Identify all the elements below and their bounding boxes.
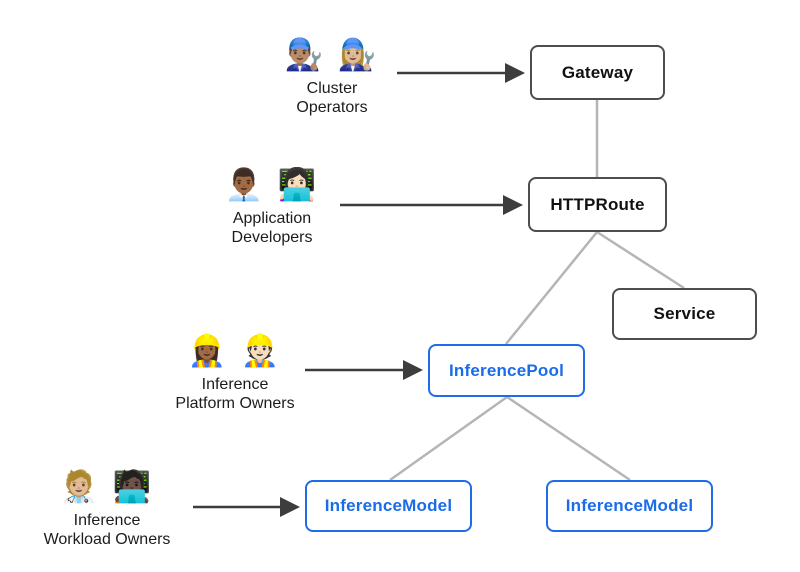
persona-application-developers-label-line1: Application	[232, 210, 312, 227]
connector-httproute-inferencepool	[505, 231, 598, 345]
node-inferencemodel-left: InferenceModel	[305, 480, 472, 532]
node-inferencepool-label: InferencePool	[448, 360, 565, 380]
mechanics-emoji-icon: 👨🏽‍🔧 👩🏼‍🔧	[284, 37, 380, 72]
persona-inference-platform-owners-label-line1: Inference	[201, 376, 269, 393]
node-inferencepool: InferencePool	[428, 344, 585, 397]
persona-inference-workload-owners-label-line1: Inference	[73, 512, 141, 529]
node-gateway: Gateway	[530, 45, 665, 100]
node-httproute: HTTPRoute	[528, 177, 667, 232]
persona-inference-workload-owners-label-line2: Workload Owners	[43, 531, 171, 548]
node-httproute-label: HTTPRoute	[550, 194, 645, 214]
connector-inferencepool-inferencemodel-left	[389, 395, 508, 482]
persona-cluster-operators: 👨🏽‍🔧 👩🏼‍🔧 Cluster Operators	[252, 33, 412, 117]
persona-application-developers: 👨🏾‍💼 👩🏻‍💻 Application Developers	[192, 163, 352, 247]
node-gateway-label: Gateway	[561, 62, 634, 82]
persona-cluster-operators-label-line1: Cluster	[306, 80, 358, 97]
developers-emoji-icon: 👨🏾‍💼 👩🏻‍💻	[224, 167, 320, 202]
connector-httproute-service	[596, 230, 685, 290]
node-inferencemodel-right-label: InferenceModel	[565, 496, 694, 515]
node-inferencemodel-right: InferenceModel	[546, 480, 713, 532]
connector-inferencepool-inferencemodel-right	[506, 395, 631, 482]
persona-inference-platform-owners-label-line2: Platform Owners	[175, 395, 295, 412]
node-service: Service	[612, 288, 757, 340]
node-service-label: Service	[653, 304, 716, 323]
workload-owners-emoji-icon: 🧑🏼‍⚕️ 🧑🏿‍💻	[59, 469, 155, 504]
persona-inference-platform-owners: 👷🏾‍♀️ 👷🏻 Inference Platform Owners	[145, 329, 325, 413]
node-inferencemodel-left-label: InferenceModel	[324, 496, 453, 515]
construction-workers-emoji-icon: 👷🏾‍♀️ 👷🏻	[187, 333, 283, 368]
persona-application-developers-label-line2: Developers	[231, 229, 313, 246]
persona-cluster-operators-label-line2: Operators	[296, 99, 368, 116]
persona-inference-workload-owners: 🧑🏼‍⚕️ 🧑🏿‍💻 Inference Workload Owners	[17, 465, 197, 549]
